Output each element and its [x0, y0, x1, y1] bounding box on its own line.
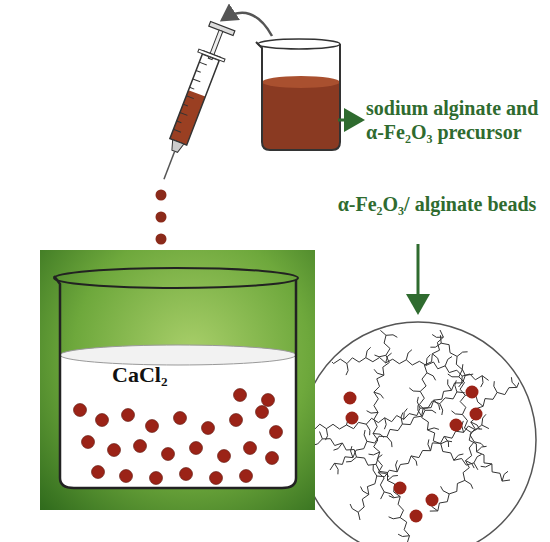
precursor-beaker: [256, 39, 340, 150]
alginate-network: [300, 330, 520, 542]
magnified-view: [300, 322, 536, 542]
cacl2-bath: CaCl₂: [40, 250, 315, 510]
node-text: CaCl₂: [112, 362, 167, 388]
drops: [156, 190, 167, 245]
large-beaker: [40, 250, 315, 510]
annotation-label: α-Fe₂O₃/ alginate beads: [330, 192, 544, 216]
iron-oxide-particles: [344, 386, 483, 523]
syringe: [151, 21, 236, 184]
label-arrow: [417, 244, 420, 312]
annotation-label: sodium alginate and α-Fe₂O₃ precursor: [366, 96, 546, 144]
label-arrow: [338, 119, 362, 122]
